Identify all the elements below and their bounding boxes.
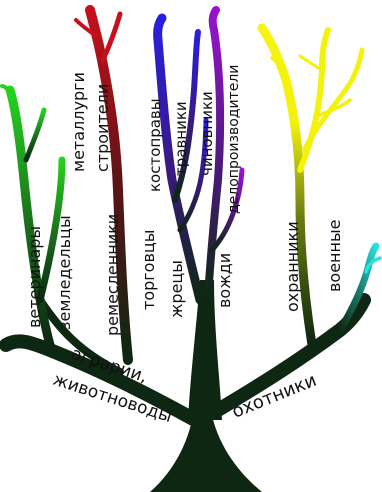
label-officials: чиновники [198, 91, 216, 176]
label-military: военные [325, 220, 344, 292]
label-bonesetters: костоправы [146, 98, 164, 192]
label-metallurgists: металлурги [69, 72, 88, 172]
label-guards: охранники [283, 221, 302, 312]
label-chiefs: вожди [215, 253, 234, 308]
label-priests: жрецы [167, 260, 186, 318]
label-herbalists: травники [172, 101, 190, 176]
label-farmers: земледельцы [55, 215, 74, 330]
label-artisans: ремесленники [103, 214, 122, 336]
label-traders: торговцы [139, 230, 158, 310]
label-veterinarians: ветеринары [25, 226, 44, 328]
label-clerks: делопроизводители [226, 65, 242, 214]
label-builders: строители [93, 84, 112, 172]
branch-yellow [262, 28, 362, 345]
